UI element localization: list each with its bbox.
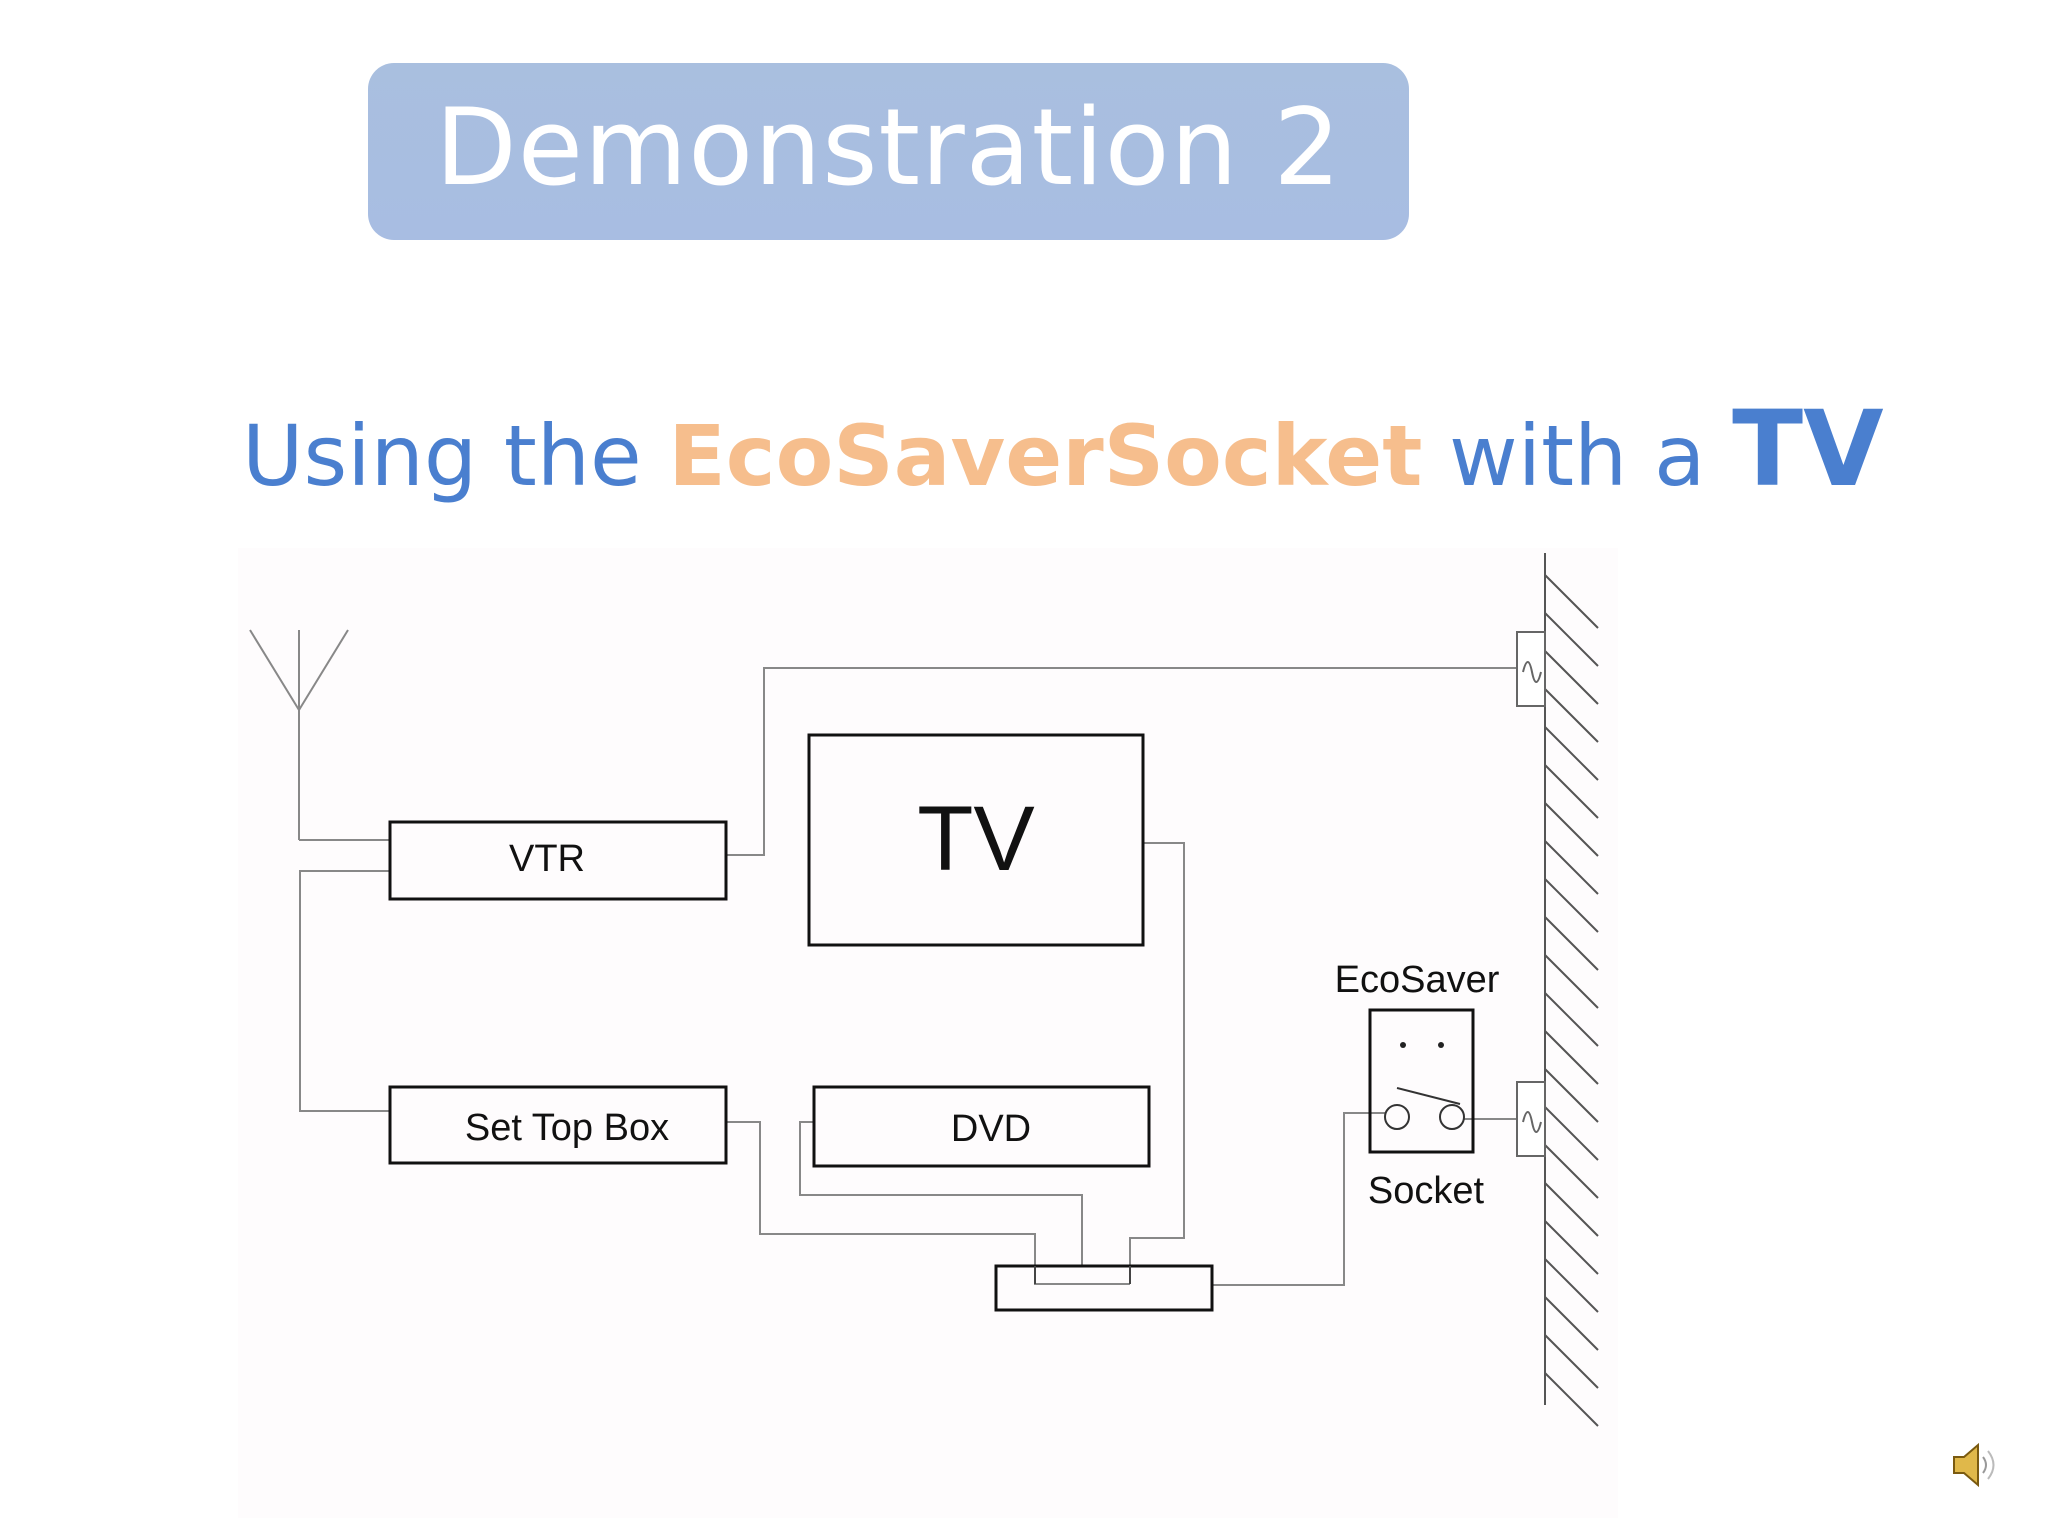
wall-hatch-line [1544,1106,1599,1161]
wall-hatch-line [1544,650,1599,705]
wall-hatch-line [1544,574,1599,629]
socket-label: Socket [1368,1170,1485,1212]
speaker-icon[interactable] [1950,1437,2000,1493]
wiring-diagram-svg: VTR TV Set Top Box DVD EcoSaver Socket [249,553,1599,1427]
wall-hatch-line [1544,1258,1599,1313]
wall-hatch-line [1544,1296,1599,1351]
slide-title: Demonstration 2 [435,86,1342,209]
antenna-icon [249,629,349,840]
wall [1544,553,1599,1427]
wall-hatch-line [1544,1334,1599,1389]
ecosaver-socket-box [1368,1008,1475,1154]
wall-hatch-line [1544,878,1599,933]
wall-hatch-line [1544,802,1599,857]
wall-hatch-line [1544,840,1599,895]
wall-hatch-line [1544,1220,1599,1275]
wall-hatch-line [1544,954,1599,1009]
wall-outlet-icon [1516,631,1546,707]
slide-subtitle: Using the EcoSaverSocket with a TV [242,388,1884,510]
vtr-box [388,820,728,901]
wall-hatch-line [1544,1144,1599,1199]
tv-label: TV [917,788,1035,890]
wall-hatch-line [1544,1372,1599,1427]
vtr-label: VTR [509,838,585,880]
subtitle-part2: with a [1422,407,1733,505]
switch-icon [1384,1042,1465,1130]
wall-hatch-line [1544,1068,1599,1123]
wall-hatch-line [1544,726,1599,781]
subtitle-part1: Using the [242,407,669,505]
wall-hatch-line [1544,764,1599,819]
tv-box [807,733,1145,947]
dvd-label: DVD [951,1108,1031,1150]
wall-hatch-line [1544,1182,1599,1237]
title-banner: Demonstration 2 [368,63,1409,240]
wall-outlet-icon [1516,1081,1546,1157]
dvd-box [812,1085,1151,1168]
ecosaver-label: EcoSaver [1335,959,1500,1001]
power-strip [994,1264,1214,1312]
wall-hatch-line [1544,612,1599,667]
wall-hatch-line [1544,688,1599,743]
set-top-box-label: Set Top Box [465,1107,669,1149]
subtitle-highlight: EcoSaverSocket [668,407,1423,505]
wall-hatch-line [1544,1030,1599,1085]
wall-hatch-line [1544,916,1599,971]
set-top-box [388,1085,728,1165]
wiring-diagram: VTR TV Set Top Box DVD EcoSaver Socket [238,548,1618,1518]
wall-hatch-line [1544,992,1599,1047]
subtitle-emphasis: TV [1732,388,1884,510]
